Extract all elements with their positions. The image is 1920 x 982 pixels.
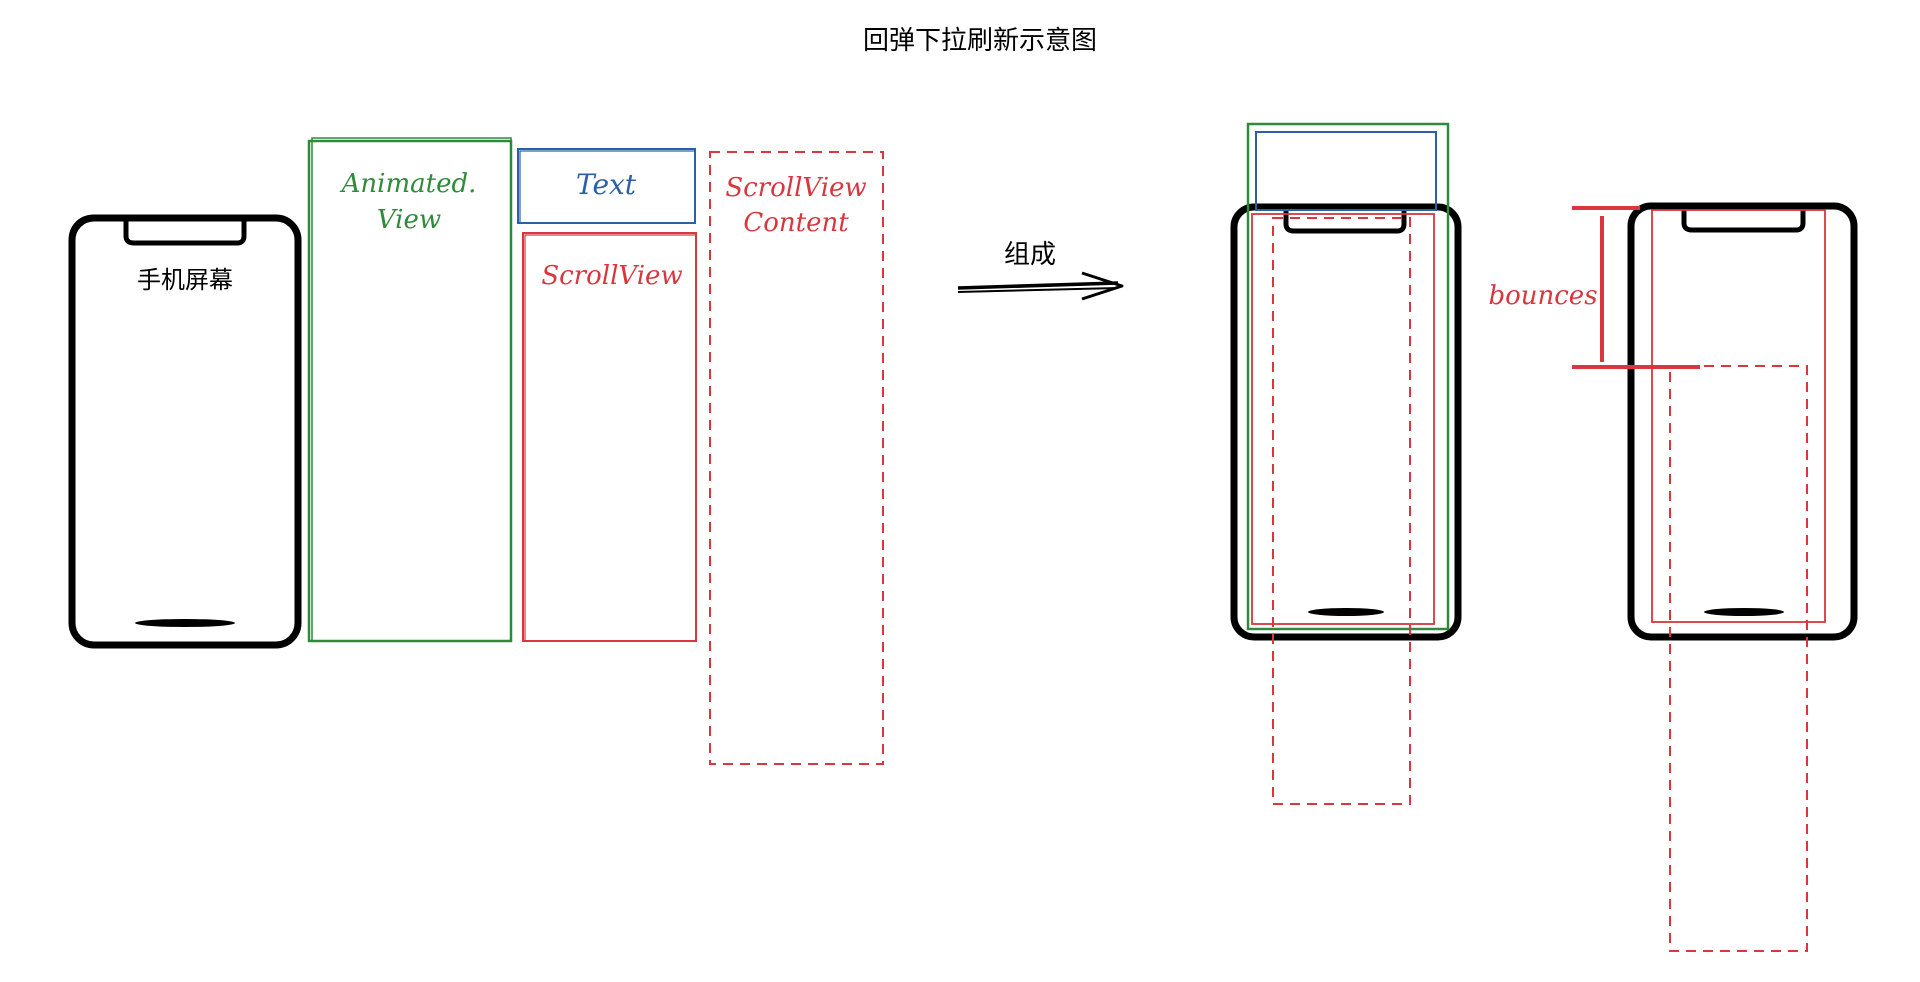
composed-view [1230, 122, 1462, 805]
phone-screen-label: 手机屏幕 [137, 266, 233, 294]
scrollview-content-label-line2: Content [743, 208, 849, 238]
composed-animated-view [1246, 122, 1450, 631]
phone-notch [1283, 210, 1407, 234]
scrollview-content-box [709, 151, 884, 765]
compose-arrow-icon [957, 271, 1124, 301]
bounced-scrollview [1651, 209, 1826, 623]
composed-text-box [1255, 131, 1437, 211]
compose-label: 组成 [1004, 240, 1056, 270]
bounced-phone [1627, 202, 1858, 641]
scrollview-content-label-line1: ScrollView [725, 173, 866, 203]
animated-view-label-line2: View [377, 205, 441, 235]
home-indicator [135, 619, 235, 627]
phone-screen-left [68, 214, 302, 649]
scrollview-label: ScrollView [541, 261, 682, 291]
home-indicator [1704, 608, 1784, 616]
bounced-scrollview-content [1669, 365, 1808, 952]
bounces-dimension-marker [1572, 206, 1700, 369]
composed-scrollview-content [1272, 217, 1411, 805]
bounced-view [1572, 202, 1858, 952]
animated-view-label-line1: Animated. [340, 169, 477, 199]
animated-view-box [307, 137, 513, 643]
bounces-label: bounces [1488, 281, 1597, 311]
composed-scrollview [1251, 213, 1435, 625]
scrollview-box [522, 232, 697, 642]
text-box [517, 148, 696, 224]
phone-notch [1681, 209, 1806, 233]
diagram-title: 回弹下拉刷新示意图 [863, 26, 1097, 56]
composed-phone [1230, 203, 1462, 641]
phone-notch [123, 221, 247, 246]
text-box-label: Text [576, 168, 637, 201]
home-indicator [1308, 608, 1384, 616]
